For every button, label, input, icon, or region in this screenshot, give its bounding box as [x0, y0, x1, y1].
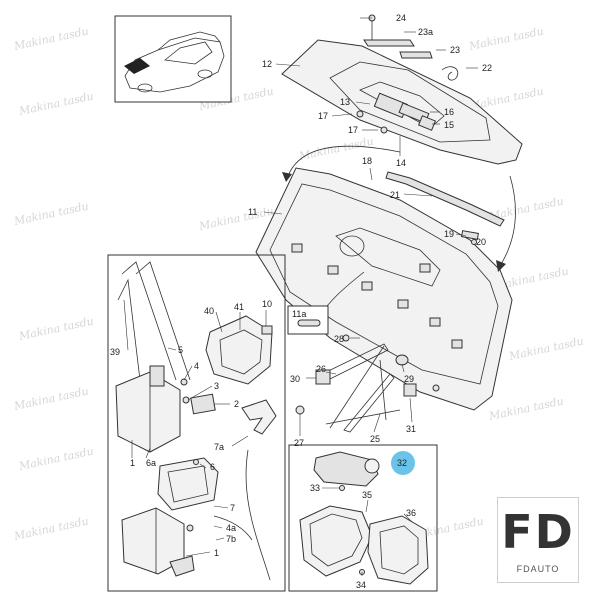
arrow-head	[496, 260, 506, 272]
watermark-text: Makina tasdu	[17, 89, 95, 118]
logo-main-text: FD	[501, 505, 575, 559]
car-thumbnail	[114, 15, 232, 103]
watermark-text: Makina tasdu	[467, 24, 545, 53]
watermark-text: Makina tasdu	[507, 334, 585, 363]
callout-23: 23	[450, 45, 460, 55]
callout-highlight-32	[391, 451, 415, 475]
watermark-text: Makina tasdu	[12, 24, 90, 53]
callout-28: 28	[334, 334, 344, 344]
detail-box-11a	[287, 305, 329, 335]
watermark-text: Makina tasdu	[12, 199, 90, 228]
fdauto-logo: FD FDAUTO	[497, 497, 579, 583]
callout-23a: 23a	[418, 27, 433, 37]
callout-40: 40	[204, 306, 214, 316]
leader-lines	[123, 17, 478, 576]
callout-11a: 11a	[292, 309, 306, 319]
hinge-clip	[461, 230, 479, 245]
callout-35: 35	[362, 490, 372, 500]
inner-trunk-lid	[255, 167, 513, 411]
callout-17-upper: 17	[318, 111, 328, 121]
callout-27: 27	[294, 438, 304, 448]
logo-sub-text: FDAUTO	[516, 564, 560, 574]
callout-18: 18	[362, 156, 372, 166]
callout-14: 14	[396, 158, 406, 168]
callout-labels: 24 23a 23 22 12 13 17 17 16 15 14 18 21 …	[110, 13, 492, 590]
top-bracket	[363, 14, 433, 59]
callout-21: 21	[390, 190, 400, 200]
handle-assembly	[356, 92, 437, 134]
watermark-text: Makina tasdu	[17, 444, 95, 473]
callout-15: 15	[444, 120, 454, 130]
callout-16: 16	[444, 107, 454, 117]
callout-2: 2	[234, 399, 239, 409]
watermark-text: Makina tasdu	[17, 314, 95, 343]
callout-25: 25	[370, 434, 380, 444]
callout-22: 22	[482, 63, 492, 73]
callout-39: 39	[110, 347, 120, 357]
callout-32: 32	[397, 458, 407, 468]
trunk-highlight	[124, 58, 150, 74]
arrow-curve	[287, 145, 401, 177]
callout-24: 24	[396, 13, 406, 23]
detail-box-lower	[288, 444, 438, 592]
callout-1-lower: 1	[214, 548, 219, 558]
callout-29: 29	[404, 374, 414, 384]
callout-12: 12	[262, 59, 272, 69]
callout-6a: 6a	[146, 458, 156, 468]
callout-31: 31	[406, 424, 416, 434]
callout-26: 26	[316, 364, 326, 374]
callout-5: 5	[178, 345, 183, 355]
callout-3: 3	[214, 381, 219, 391]
detail-box-left	[107, 254, 286, 592]
callout-7: 7	[230, 503, 235, 513]
callout-13: 13	[340, 97, 350, 107]
callout-19: 19	[444, 229, 454, 239]
callout-34: 34	[356, 580, 366, 590]
callout-20: 20	[476, 237, 486, 247]
watermark-text: Makina tasdu	[197, 204, 275, 233]
callout-1-upper: 1	[130, 458, 135, 468]
arrow-curve	[499, 175, 516, 267]
callout-11: 11	[248, 207, 257, 217]
watermark-text: Makina tasdu	[487, 394, 565, 423]
callout-36: 36	[406, 508, 416, 518]
callout-7a: 7a	[214, 442, 224, 452]
callout-17-lower: 17	[348, 125, 358, 135]
callout-30: 30	[290, 374, 300, 384]
callout-7b: 7b	[226, 534, 236, 544]
watermark-text: Makina tasdu	[12, 514, 90, 543]
callout-4a: 4a	[226, 523, 236, 533]
arrow-head	[282, 172, 292, 182]
callout-4: 4	[194, 361, 199, 371]
callout-33: 33	[310, 483, 320, 493]
watermark-text: Makina tasdu	[12, 384, 90, 413]
cable-22	[441, 66, 459, 81]
weatherstrip	[385, 171, 505, 227]
callout-10: 10	[262, 299, 272, 309]
callout-41: 41	[234, 302, 244, 312]
callout-6: 6	[210, 462, 215, 472]
